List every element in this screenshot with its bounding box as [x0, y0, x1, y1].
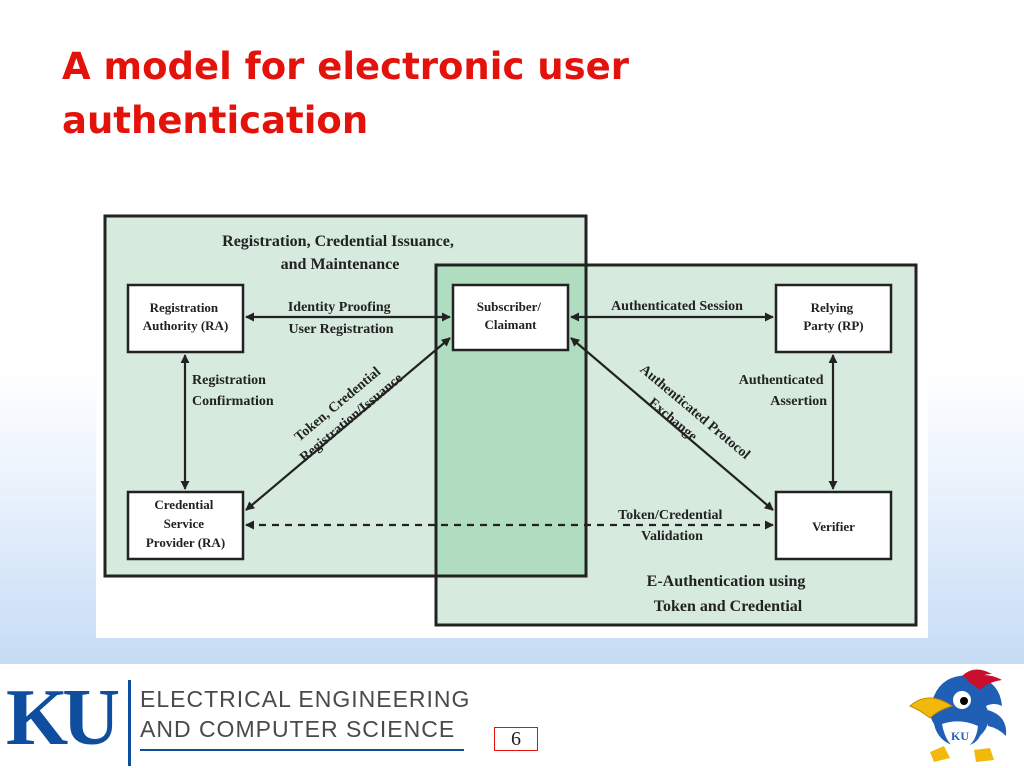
department-line-1: ELECTRICAL ENGINEERING	[140, 686, 471, 712]
diagram-canvas: Registration, Credential Issuance, and M…	[103, 214, 918, 627]
department-underline	[140, 749, 464, 751]
registration-confirmation-label: Registration Confirmation	[192, 373, 274, 409]
authentication-model-diagram: Registration, Credential Issuance, and M…	[96, 206, 928, 638]
svg-text:KU: KU	[951, 729, 969, 743]
authenticated-session-label: Authenticated Session	[611, 299, 743, 314]
department-name: ELECTRICAL ENGINEERING AND COMPUTER SCIE…	[140, 684, 470, 744]
authenticated-protocol-arrow	[570, 337, 774, 511]
credential-service-provider-node: Credential Service Provider (RA)	[126, 490, 245, 561]
authenticated-assertion-label: Authenticated Assertion	[739, 373, 827, 409]
ku-logo: KU	[6, 674, 120, 762]
svg-text:Registration Authority: Registration Authority (RA)	[143, 300, 229, 333]
token-validation-label: Token/Credential Validation	[618, 508, 726, 544]
svg-text:Relying Party (RP): Relying Party (RP)	[803, 300, 863, 333]
svg-text:Verifier: Verifier	[812, 519, 855, 534]
slide-title-line-2: authentication	[62, 99, 369, 142]
svg-text:Subscriber/ Claimant: Subscriber/ Claimant	[477, 299, 545, 332]
verifier-node: Verifier	[774, 490, 893, 561]
slide-title-line-1: A model for electronic user	[62, 45, 629, 88]
right-region-title: E-Authentication using Token and Credent…	[647, 573, 810, 615]
svg-text:Credential Service: Credential Service Provider (RA)	[146, 497, 225, 550]
subscriber-claimant-node: Subscriber/ Claimant	[451, 283, 570, 352]
identity-proofing-label: Identity Proofing User Registration	[288, 300, 394, 337]
left-region-title: Registration, Credential Issuance, and M…	[222, 233, 458, 273]
jayhawk-mascot-icon: KU	[909, 669, 1007, 762]
registration-authority-node: Registration Authority (RA)	[126, 283, 245, 354]
page-number: 6	[494, 727, 538, 751]
token-credential-issuance-arrow	[245, 337, 451, 511]
department-line-2: AND COMPUTER SCIENCE	[140, 716, 456, 742]
relying-party-node: Relying Party (RP)	[774, 283, 893, 354]
logo-divider	[128, 680, 131, 766]
slide-title: A model for electronic user authenticati…	[62, 40, 762, 148]
